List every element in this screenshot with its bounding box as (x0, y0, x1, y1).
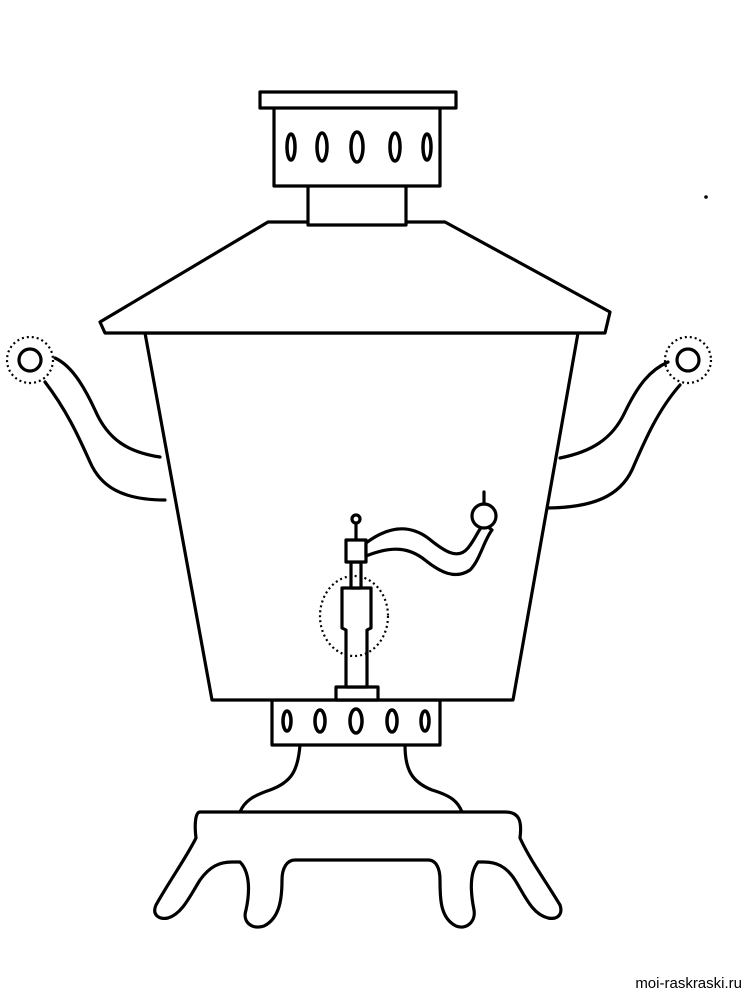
faucet-spout (340, 586, 373, 689)
left-handle-ring-dots (5, 335, 55, 385)
faucet-lever (364, 522, 494, 576)
lever-ball (470, 502, 498, 530)
left-handle-ring (17, 347, 43, 373)
faucet-base (334, 685, 380, 702)
speck (704, 195, 708, 199)
right-handle-ring-dots (663, 335, 713, 385)
lid (98, 220, 612, 335)
chimney-crown (258, 90, 458, 188)
chimney-neck (306, 183, 408, 227)
lower-vent-ring (270, 698, 442, 747)
faucet (318, 490, 498, 702)
site-watermark: moi-raskraski.ru (635, 975, 742, 992)
chimney-cap (258, 90, 458, 110)
right-handle-ring (675, 347, 701, 373)
left-handle (5, 335, 167, 502)
right-handle (543, 335, 713, 510)
faucet-knob (350, 513, 362, 525)
stand (153, 743, 563, 929)
faucet-dots (318, 574, 390, 658)
